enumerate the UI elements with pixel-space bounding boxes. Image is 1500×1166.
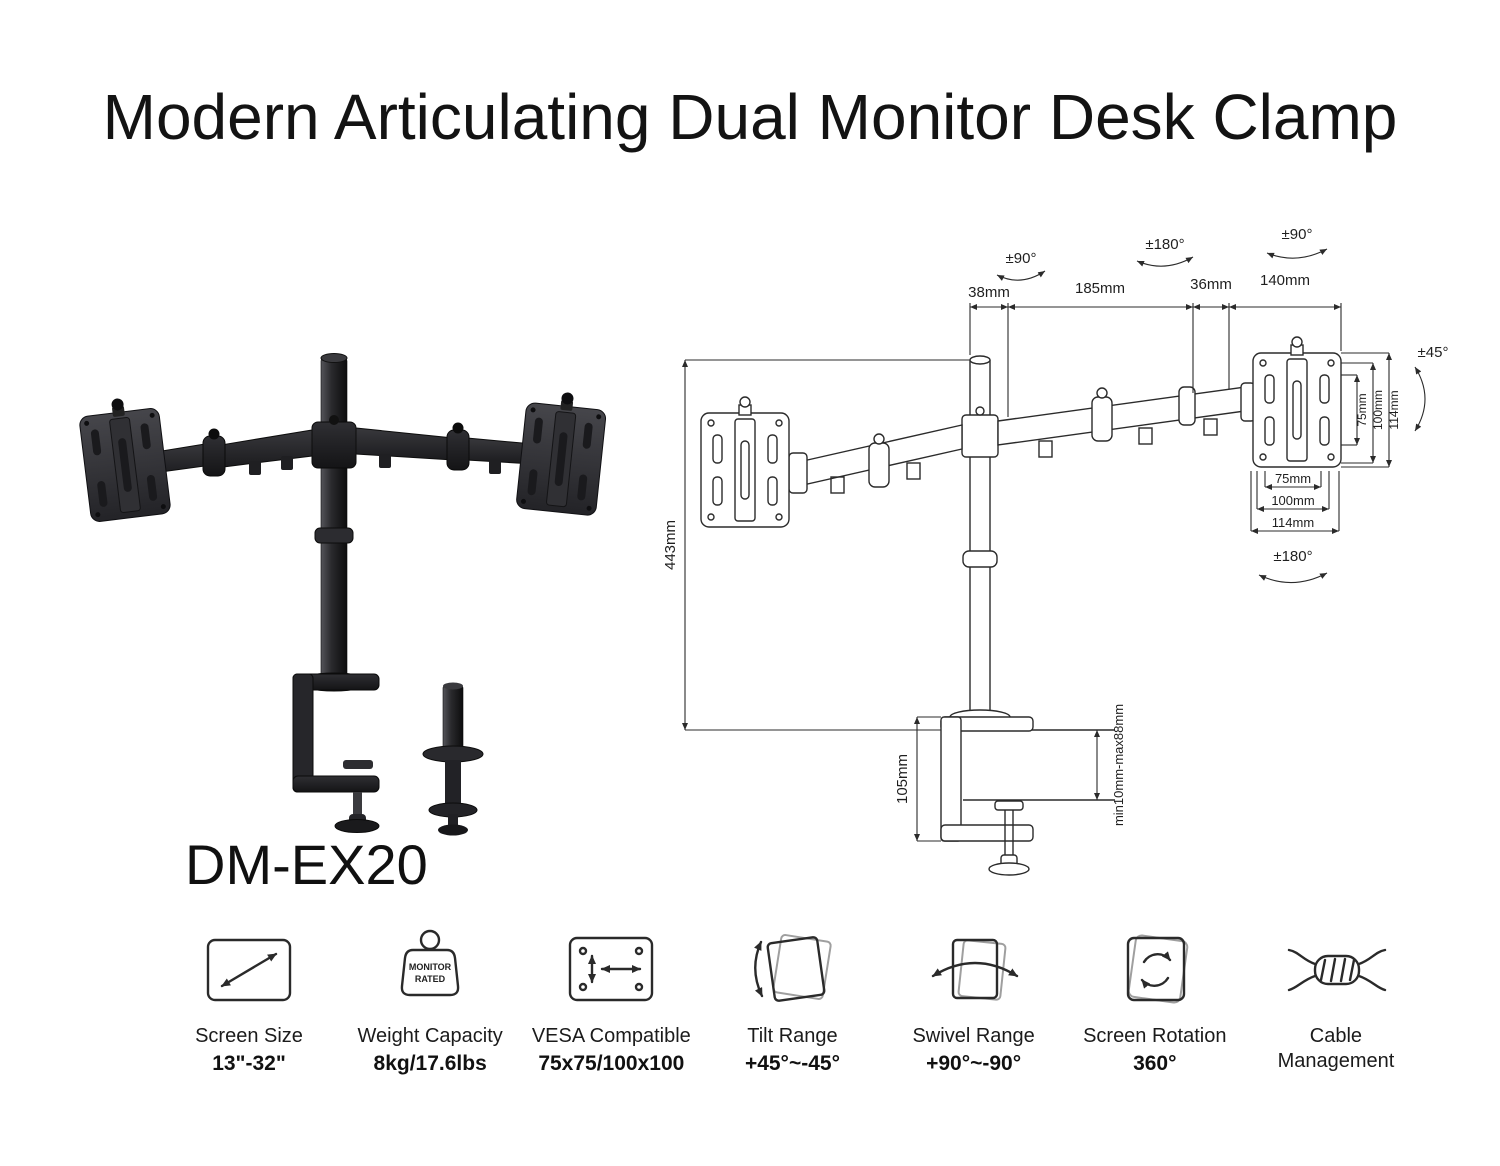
feature-label: VESA Compatible [531, 1025, 691, 1047]
feature-weight-capacity: MONITOR RATED Weight Capacity 8kg/17.6lb… [346, 922, 514, 1076]
weight-capacity-icon: MONITOR RATED [400, 929, 460, 997]
desk-clamp [292, 672, 380, 833]
rotation-callouts: ±90° ±180° ±90° [996, 226, 1328, 281]
feature-label: Weight Capacity [357, 1025, 503, 1047]
feature-value: 360° [1133, 1052, 1177, 1075]
technical-diagram: 443mm [662, 226, 1449, 876]
feature-label: Tilt Range [747, 1025, 838, 1047]
diagram-pole [961, 355, 999, 730]
diagram-right-arm [997, 382, 1256, 458]
pole [314, 353, 354, 685]
vesa-bottom-75mm: 75mm [1275, 471, 1311, 486]
feature-swivel-range: Swivel Range +90°~-90° [890, 922, 1058, 1076]
vesa-side-dimensions: 75mm 100mm 114mm ±45° [1341, 344, 1449, 468]
angle-top-right: ±90° [1282, 226, 1313, 243]
top-dimension-chain: 38mm 185mm 36mm 140mm [968, 272, 1342, 417]
feature-label: Swivel Range [912, 1025, 1035, 1047]
height-dimension: 443mm [662, 359, 970, 731]
feature-value: 13"-32" [212, 1052, 286, 1075]
tilt-angle: ±45° [1418, 344, 1449, 361]
arm-hub [311, 415, 357, 469]
feature-label: Cable Management [1277, 1025, 1395, 1072]
vesa-bottom-114mm: 114mm [1272, 515, 1314, 530]
feature-label: Screen Rotation [1083, 1025, 1227, 1047]
left-vesa-plate [79, 398, 171, 522]
cable-management-icon [1287, 948, 1387, 992]
feature-vesa-compatible: VESA Compatible 75x75/100x100 [527, 922, 695, 1076]
weight-badge-line2: RATED [415, 974, 446, 984]
vesa-side-100mm: 100mm [1371, 390, 1385, 430]
vesa-bottom-dimensions: 75mm 100mm 114mm ±180° [1250, 471, 1340, 584]
page-title: Modern Articulating Dual Monitor Desk Cl… [102, 81, 1398, 153]
feature-tilt-range: Tilt Range +45°~-45° [708, 922, 876, 1076]
product-photo [79, 353, 607, 836]
vesa-compatible-icon [569, 936, 654, 1002]
swivel-range-icon [931, 938, 1018, 1001]
tilt-range-icon [754, 934, 833, 1002]
model-number: DM-EX20 [185, 833, 428, 896]
vesa-side-114mm: 114mm [1387, 390, 1401, 429]
dim-36mm: 36mm [1190, 276, 1232, 293]
feature-value: 75x75/100x100 [538, 1052, 685, 1075]
diagram-left-arm [788, 424, 963, 494]
dim-desk-thickness: min10mm-max88mm [1111, 704, 1126, 826]
vesa-bottom-100mm: 100mm [1271, 493, 1314, 508]
dim-185mm: 185mm [1075, 280, 1125, 297]
angle-bottom-right: ±180° [1273, 548, 1312, 565]
feature-value: +45°~-45° [744, 1052, 840, 1075]
diagram-left-vesa [700, 396, 790, 528]
right-vesa-plate [516, 392, 607, 516]
dim-38mm: 38mm [968, 284, 1010, 301]
angle-top-mid: ±180° [1145, 236, 1184, 253]
screen-rotation-icon [1126, 934, 1189, 1004]
feature-label: Screen Size [195, 1025, 303, 1047]
grommet-mount [422, 682, 484, 836]
feature-screen-size: Screen Size 13"-32" [165, 922, 333, 1076]
diagram-right-vesa [1252, 336, 1342, 468]
angle-top-left: ±90° [1006, 250, 1037, 267]
vesa-side-75mm: 75mm [1355, 393, 1369, 426]
diagram-clamp [940, 709, 1115, 876]
feature-row: Screen Size 13"-32" MONITOR RATED Weight… [165, 922, 1420, 1076]
feature-value: +90°~-90° [926, 1052, 1022, 1075]
feature-screen-rotation: Screen Rotation 360° [1071, 922, 1239, 1076]
screen-size-icon [206, 938, 292, 1002]
weight-badge-line1: MONITOR [409, 962, 452, 972]
dim-443mm: 443mm [662, 520, 679, 570]
dim-140mm: 140mm [1260, 272, 1310, 289]
dim-105mm: 105mm [894, 754, 911, 804]
right-arm [355, 422, 548, 474]
clamp-dimensions: 105mm min10mm-max88mm [894, 704, 1126, 842]
feature-cable-management: Cable Management [1252, 922, 1420, 1076]
feature-value: 8kg/17.6lbs [373, 1052, 487, 1075]
